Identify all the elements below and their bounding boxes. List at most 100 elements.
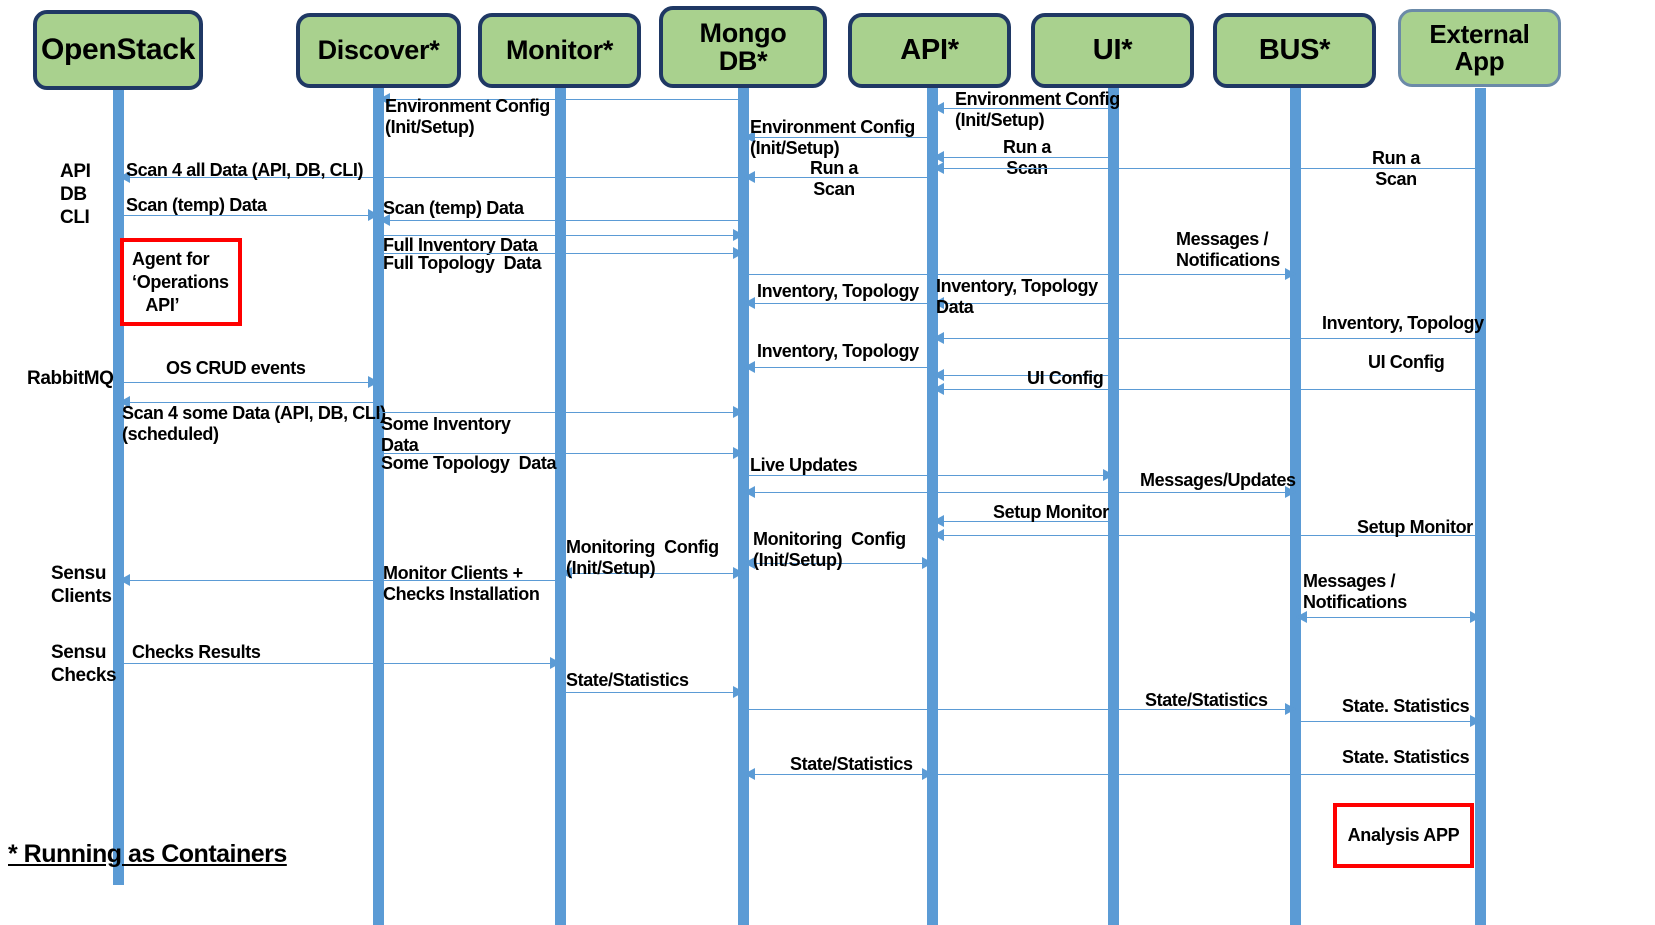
arrowhead-messages-updates-right [1284, 486, 1296, 498]
arrowhead-scan-4-some-data-left [118, 396, 130, 408]
message-line-run-a-scan-mongo-api [932, 168, 1481, 169]
actor-label-bus: BUS* [1258, 34, 1331, 67]
actor-box-bus[interactable]: BUS* [1213, 13, 1376, 88]
footer-note: * Running as Containers [8, 840, 287, 868]
message-line-run-a-scan-ui-api [932, 157, 1114, 158]
arrowhead-full-topology-data-right [732, 247, 744, 259]
message-line-state-statistics-ext-mongo [743, 774, 1481, 775]
message-label-monitoring-config-mongo-api: Monitoring Config (Init/Setup) [753, 529, 906, 570]
arrowhead-messages-notifications-2-left [1295, 611, 1307, 623]
actor-label-openstack: OpenStack [40, 33, 196, 67]
note-agent-note: Agent for ‘Operations API’ [120, 238, 242, 326]
message-label-state-statistics-mongo-bus: State/Statistics [1145, 690, 1268, 710]
message-label-inventory-topology-api-mongo: Inventory, Topology [757, 281, 919, 301]
message-line-state-statistics-mongo-api [743, 774, 933, 775]
arrowhead-monitoring-config-monitor-mongo-right [732, 567, 744, 579]
message-line-scan-temp-data-os [118, 215, 379, 216]
side-label-sensu-clients: Sensu Clients [51, 563, 112, 607]
message-label-os-crud-events: OS CRUD events [166, 358, 306, 378]
message-line-live-updates [743, 475, 1114, 476]
message-line-os-crud-events [118, 382, 379, 383]
message-label-ui-config-ui-api: UI Config [1027, 368, 1104, 388]
message-line-scan-4-all-data [118, 177, 744, 178]
actor-label-mongodb: Mongo DB* [699, 17, 787, 76]
actor-box-openstack[interactable]: OpenStack [33, 10, 203, 90]
side-label-rabbitmq: RabbitMQ [27, 368, 114, 389]
message-line-messages-updates [1113, 492, 1296, 493]
lifeline-api [927, 88, 938, 925]
message-label-messages-updates: Messages/Updates [1140, 470, 1296, 490]
message-line-ui-config-ext [932, 389, 1481, 390]
message-line-monitoring-config-mongo-api [743, 563, 933, 564]
lifeline-monitor [555, 88, 566, 925]
message-line-state-statistics-monitor-mongo [560, 692, 744, 693]
lifeline-discover [373, 88, 384, 925]
message-label-inventory-topology-data-ui: Inventory, Topology Data [936, 276, 1098, 317]
message-label-messages-notifications-2: Messages / Notifications [1303, 571, 1407, 612]
lifeline-openstack [113, 88, 124, 885]
arrowhead-run-a-scan-api-mongo-left [743, 171, 755, 183]
arrowhead-live-updates-right [1102, 469, 1114, 481]
actor-box-discover[interactable]: Discover* [296, 13, 461, 88]
arrowhead-inventory-topology-api-mongo-left [743, 297, 755, 309]
message-line-env-config-discover-mongo [378, 99, 744, 100]
message-line-monitor-clients-install [118, 580, 561, 581]
message-label-some-topology-data: Some Topology Data [381, 453, 557, 473]
actor-box-externalapp[interactable]: External App [1398, 9, 1561, 87]
message-line-setup-monitor-ui-api [932, 521, 1114, 522]
arrowhead-state-statistics-mongo-bus-right [1284, 703, 1296, 715]
message-line-full-inventory-data [378, 235, 744, 236]
arrowhead-scan-temp-data-os-right [367, 209, 379, 221]
message-line-env-config-api-ui [932, 108, 1114, 109]
message-line-scan-temp-data-mongo [378, 220, 744, 221]
actor-box-monitor[interactable]: Monitor* [478, 13, 641, 88]
message-line-some-inventory-data [378, 412, 744, 413]
message-label-state-statistics-ext-mongo: State. Statistics [1342, 747, 1470, 767]
arrowhead-inventory-topology-2-left [743, 361, 755, 373]
message-line-inventory-topology-ext-api [932, 338, 1481, 339]
message-label-run-a-scan-ui-api: Run a Scan [1003, 137, 1052, 178]
actor-box-ui[interactable]: UI* [1031, 13, 1194, 88]
lifeline-ui [1108, 88, 1119, 925]
message-line-live-updates-back [743, 492, 1114, 493]
message-label-inventory-topology-2: Inventory, Topology [757, 341, 919, 361]
message-label-monitor-clients-install: Monitor Clients + Checks Installation [383, 563, 540, 604]
actor-box-mongodb[interactable]: Mongo DB* [659, 6, 827, 88]
actor-box-api[interactable]: API* [848, 13, 1011, 88]
arrowhead-ui-config-ext-left [932, 383, 944, 395]
arrowhead-live-updates-back-left [743, 486, 755, 498]
message-line-ui-config-ui-api [932, 375, 1114, 376]
message-label-live-updates: Live Updates [750, 455, 858, 475]
arrowhead-setup-monitor-ui-api-left [932, 515, 944, 527]
message-line-some-topology-data [378, 453, 744, 454]
arrowhead-monitoring-config-mongo-api-right [921, 557, 933, 569]
lifeline-mongodb [738, 88, 749, 925]
arrowhead-some-inventory-data-right [732, 406, 744, 418]
message-label-some-inventory-data: Some Inventory Data [381, 414, 511, 455]
message-line-messages-notifications-1 [743, 274, 1296, 275]
actor-label-api: API* [900, 34, 959, 67]
side-label-sensu-checks: Sensu Checks [51, 642, 117, 686]
actor-label-externalapp: External App [1429, 18, 1530, 76]
message-label-env-config-api-ui: Environment Config (Init/Setup) [955, 89, 1120, 130]
message-label-state-statistics-bus-ext: State. Statistics [1342, 696, 1470, 716]
message-label-run-a-scan-api-mongo: Run a Scan [810, 158, 859, 199]
arrowhead-run-a-scan-ui-api-left [932, 151, 944, 163]
arrowhead-inventory-topology-data-ui-left [932, 297, 944, 309]
message-line-inventory-topology-2 [743, 367, 933, 368]
arrowhead-checks-results-right [549, 657, 561, 669]
message-label-messages-notifications-1: Messages / Notifications [1176, 229, 1280, 270]
message-line-full-topology-data [378, 253, 744, 254]
arrowhead-monitoring-config-mongo-api-left [743, 557, 755, 569]
actor-label-monitor: Monitor* [505, 35, 614, 66]
arrowhead-messages-notifications-2-right [1469, 611, 1481, 623]
note-analysis-app: Analysis APP [1333, 803, 1474, 868]
message-line-state-statistics-mongo-bus [743, 709, 1296, 710]
arrowhead-monitoring-config-monitor-mongo-left [560, 567, 572, 579]
arrowhead-state-statistics-monitor-mongo-right [732, 686, 744, 698]
message-label-state-statistics-mongo-api: State/Statistics [790, 754, 913, 774]
message-line-env-config-mongo-api [743, 137, 933, 138]
message-label-scan-4-all-data: Scan 4 all Data (API, DB, CLI) [126, 160, 364, 180]
arrowhead-ui-config-ui-api-left [932, 369, 944, 381]
